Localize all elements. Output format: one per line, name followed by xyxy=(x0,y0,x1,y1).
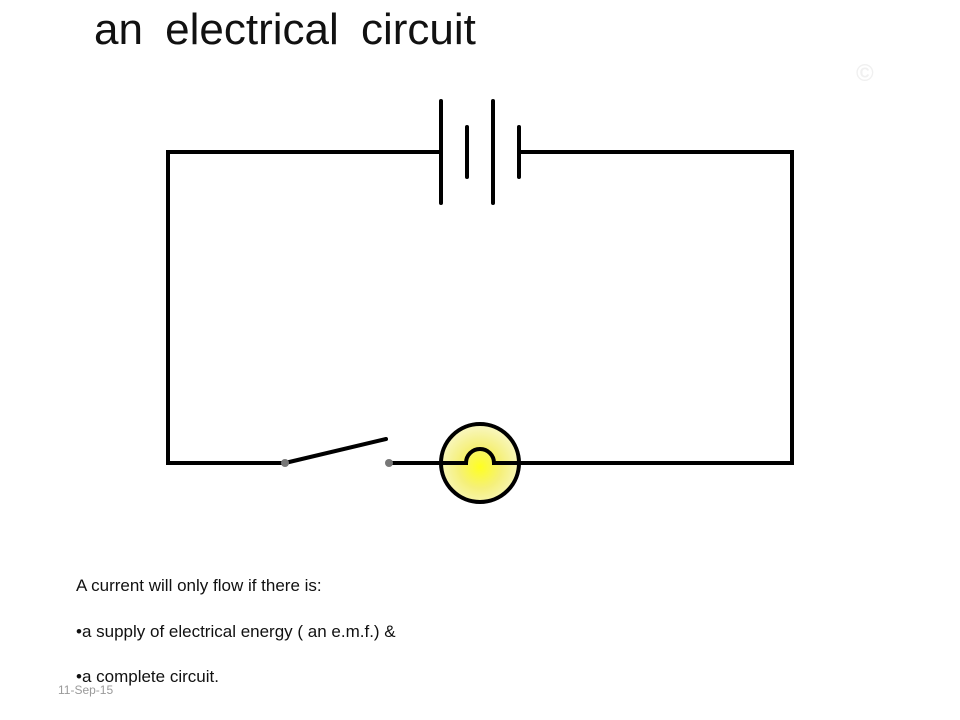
slide-title: an electrical circuit xyxy=(94,5,476,54)
wire-left xyxy=(166,150,443,465)
switch-symbol xyxy=(281,437,393,467)
switch-lever xyxy=(283,437,388,465)
battery-symbol xyxy=(439,99,521,205)
switch-contact-left xyxy=(281,459,289,467)
caption-intro: A current will only flow if there is: xyxy=(76,576,322,595)
slide-date: 11-Sep-15 xyxy=(58,683,114,697)
caption-bullet-emf: •a supply of electrical energy ( an e.m.… xyxy=(76,622,396,641)
circuit-wires xyxy=(166,150,794,465)
lamp-symbol xyxy=(439,422,521,504)
caption-bullet-complete-circuit: •a complete circuit. xyxy=(76,667,219,686)
copyright-watermark: © xyxy=(856,60,874,87)
switch-contact-right xyxy=(385,459,393,467)
lamp-filament xyxy=(441,447,519,465)
wire-right xyxy=(517,150,794,465)
